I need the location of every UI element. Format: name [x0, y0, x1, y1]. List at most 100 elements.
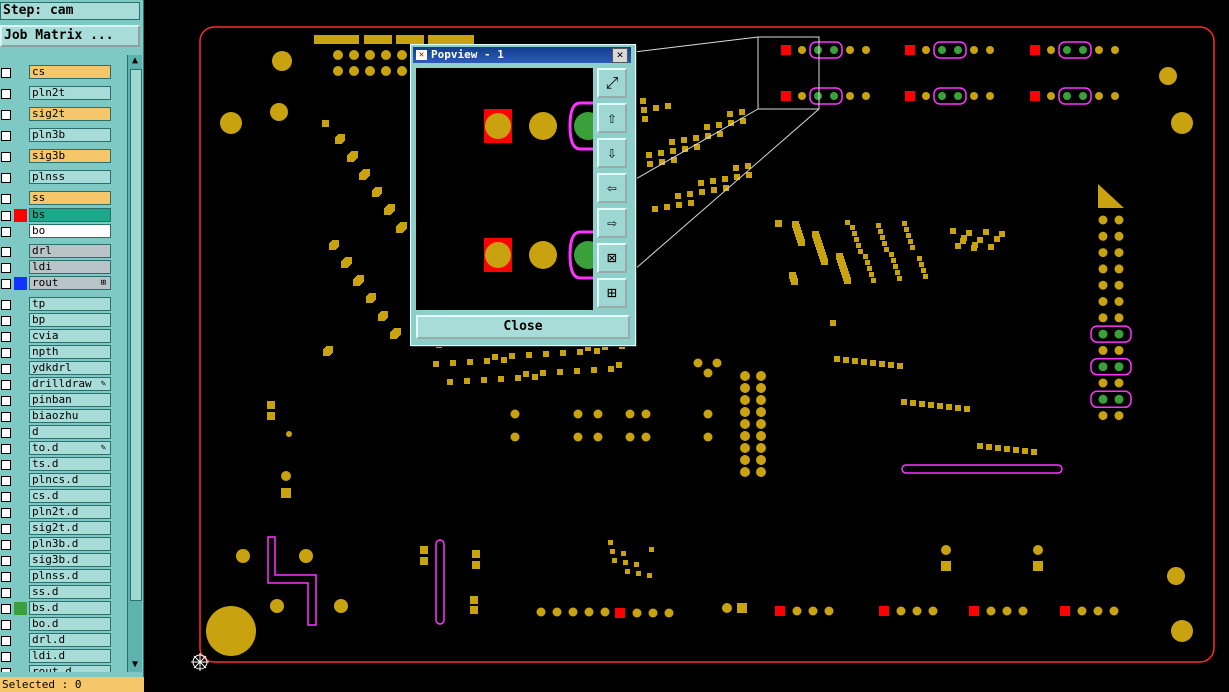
layer-checkbox[interactable]: [1, 460, 11, 470]
layer-row-ss-d[interactable]: ss.d: [0, 585, 116, 600]
layer-checkbox[interactable]: [1, 279, 11, 289]
layer-checkbox[interactable]: [1, 364, 11, 374]
layer-name[interactable]: bo: [29, 224, 111, 238]
layer-name[interactable]: sig3b.d: [29, 553, 111, 567]
layer-name[interactable]: cs: [29, 65, 111, 79]
layer-row-pinban[interactable]: pinban: [0, 393, 116, 408]
layer-row-biaozhu[interactable]: biaozhu: [0, 409, 116, 424]
layer-row-pln3b[interactable]: pln3b: [0, 128, 116, 143]
layer-checkbox[interactable]: [1, 444, 11, 454]
layer-name[interactable]: pln2t.d: [29, 505, 111, 519]
layer-row-bo-d[interactable]: bo.d: [0, 617, 116, 632]
layer-checkbox[interactable]: [1, 572, 11, 582]
scroll-thumb[interactable]: [130, 69, 142, 601]
layer-checkbox[interactable]: [1, 588, 11, 598]
layer-row-ts-d[interactable]: ts.d: [0, 457, 116, 472]
layer-row-plnss[interactable]: plnss: [0, 170, 116, 185]
layer-checkbox[interactable]: [1, 396, 11, 406]
layer-checkbox[interactable]: [1, 247, 11, 257]
layer-row-npth[interactable]: npth: [0, 345, 116, 360]
layer-row-ydkdrl[interactable]: ydkdrl: [0, 361, 116, 376]
layer-name[interactable]: cs.d: [29, 489, 111, 503]
layer-name[interactable]: rout.d: [29, 665, 111, 672]
layer-name[interactable]: sig3b: [29, 149, 111, 163]
layer-name[interactable]: ydkdrl: [29, 361, 111, 375]
layer-name[interactable]: drl.d: [29, 633, 111, 647]
layer-checkbox[interactable]: [1, 211, 11, 221]
layer-row-pln2t-d[interactable]: pln2t.d: [0, 505, 116, 520]
layer-checkbox[interactable]: [1, 636, 11, 646]
layer-name[interactable]: to.d✎: [29, 441, 111, 455]
layer-row-rout[interactable]: rout⊞: [0, 276, 116, 291]
layer-row-bo[interactable]: bo: [0, 224, 116, 239]
layer-checkbox[interactable]: [1, 428, 11, 438]
layer-name[interactable]: pinban: [29, 393, 111, 407]
layer-name[interactable]: drilldraw✎: [29, 377, 111, 391]
layer-row-plnss-d[interactable]: plnss.d: [0, 569, 116, 584]
layer-color-swatch[interactable]: [14, 209, 27, 222]
job-matrix-button[interactable]: Job Matrix ...: [0, 25, 140, 47]
layer-name[interactable]: ldi: [29, 260, 111, 274]
layer-row-sig3b-d[interactable]: sig3b.d: [0, 553, 116, 568]
layer-checkbox[interactable]: [1, 110, 11, 120]
pan-up-icon[interactable]: ⇧: [597, 103, 627, 133]
layer-row-cvia[interactable]: cvia: [0, 329, 116, 344]
layer-color-swatch[interactable]: [14, 277, 27, 290]
layer-row-cs-d[interactable]: cs.d: [0, 489, 116, 504]
layer-row-ss[interactable]: ss: [0, 191, 116, 206]
layer-name[interactable]: ldi.d: [29, 649, 111, 663]
layer-checkbox[interactable]: [1, 524, 11, 534]
scroll-up-icon[interactable]: ▲: [131, 55, 139, 66]
layer-checkbox[interactable]: [1, 263, 11, 273]
layer-row-bs-d[interactable]: bs.d: [0, 601, 116, 616]
layer-checkbox[interactable]: [1, 476, 11, 486]
layer-checkbox[interactable]: [1, 348, 11, 358]
layer-row-plncs-d[interactable]: plncs.d: [0, 473, 116, 488]
layer-row-drl[interactable]: drl: [0, 244, 116, 259]
pan-right-icon[interactable]: ⇨: [597, 208, 627, 238]
layer-name[interactable]: tp: [29, 297, 111, 311]
layer-row-ldi[interactable]: ldi: [0, 260, 116, 275]
layer-name[interactable]: bp: [29, 313, 111, 327]
layer-checkbox[interactable]: [1, 300, 11, 310]
layer-row-pln3b-d[interactable]: pln3b.d: [0, 537, 116, 552]
layer-name[interactable]: pln3b: [29, 128, 111, 142]
close-icon[interactable]: ✕: [612, 48, 628, 63]
layer-checkbox[interactable]: [1, 131, 11, 141]
popview-viewport[interactable]: [416, 68, 593, 310]
layer-list-scrollbar[interactable]: ▲ ▼: [127, 55, 142, 672]
layer-name[interactable]: ss: [29, 191, 111, 205]
layer-name[interactable]: plncs.d: [29, 473, 111, 487]
layer-row-drl-d[interactable]: drl.d: [0, 633, 116, 648]
layer-name[interactable]: pln3b.d: [29, 537, 111, 551]
layer-checkbox[interactable]: [1, 194, 11, 204]
layer-checkbox[interactable]: [1, 668, 11, 672]
layer-row-to-d[interactable]: to.d✎: [0, 441, 116, 456]
layer-color-swatch[interactable]: [14, 602, 27, 615]
layer-name[interactable]: sig2t: [29, 107, 111, 121]
pcb-canvas[interactable]: [143, 0, 1229, 692]
layer-checkbox[interactable]: [1, 604, 11, 614]
layer-row-tp[interactable]: tp: [0, 297, 116, 312]
pan-left-icon[interactable]: ⇦: [597, 173, 627, 203]
popview-title-bar[interactable]: ✕ Popview - 1: [413, 47, 631, 63]
layer-name[interactable]: ts.d: [29, 457, 111, 471]
layer-row-sig2t[interactable]: sig2t: [0, 107, 116, 122]
layer-row-bp[interactable]: bp: [0, 313, 116, 328]
layer-name[interactable]: bo.d: [29, 617, 111, 631]
layer-checkbox[interactable]: [1, 492, 11, 502]
layer-checkbox[interactable]: [1, 316, 11, 326]
layer-row-cs[interactable]: cs: [0, 65, 116, 80]
layer-checkbox[interactable]: [1, 508, 11, 518]
layer-checkbox[interactable]: [1, 68, 11, 78]
layer-name[interactable]: plnss.d: [29, 569, 111, 583]
zoom-in-icon[interactable]: ⊞: [597, 278, 627, 308]
layer-checkbox[interactable]: [1, 89, 11, 99]
popview-window[interactable]: ✕ Popview - 1 ✕ ⤢⇧⇩⇦⇨⊠⊞ Close: [410, 44, 636, 346]
layer-name[interactable]: pln2t: [29, 86, 111, 100]
layer-checkbox[interactable]: [1, 540, 11, 550]
layer-row-bs[interactable]: bs: [0, 208, 116, 223]
zoom-fit-icon[interactable]: ⤢: [597, 68, 627, 98]
layer-row-pln2t[interactable]: pln2t: [0, 86, 116, 101]
pan-down-icon[interactable]: ⇩: [597, 138, 627, 168]
